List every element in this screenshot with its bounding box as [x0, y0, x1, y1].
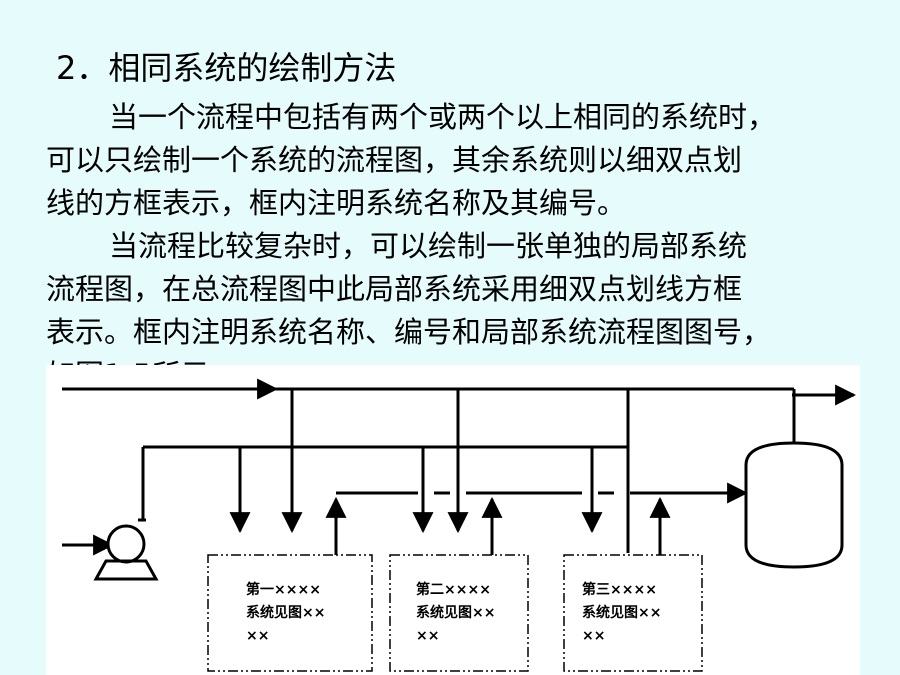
- system-box-3: [563, 554, 703, 672]
- system-box-1-line3: ××: [246, 628, 269, 644]
- system-box-1: [207, 554, 373, 672]
- paragraph-complex-flow: 当流程比较复杂时，可以绘制一张单独的局部系统 流程图，在总流程图中此局部系统采用…: [46, 225, 771, 397]
- paragraph-line: 当流程比较复杂时，可以绘制一张单独的局部系统: [109, 229, 748, 263]
- paragraph-line: 表示。框内注明系统名称、编号和局部系统流程图图号，: [46, 315, 772, 349]
- system-box-2-line3: ××: [416, 628, 439, 644]
- process-lines: [62, 378, 857, 556]
- paragraph-line: 流程图，在总流程图中此局部系统采用细双点划线方框: [46, 272, 743, 306]
- system-box-1-line2: 系统见图××: [246, 604, 325, 621]
- paragraph-line: 线的方框表示，框内注明系统名称及其编号。: [46, 186, 627, 220]
- system-box-3-line1: 第三××××: [582, 581, 657, 598]
- vessel-icon: [744, 441, 844, 569]
- pump-icon: [93, 524, 159, 581]
- system-box-2-line2: 系统见图××: [416, 604, 495, 621]
- paragraph-line: 当一个流程中包括有两个或两个以上相同的系统时，: [109, 100, 777, 134]
- paragraph-line: 可以只绘制一个系统的流程图，其余系统则以细双点划: [46, 143, 743, 177]
- system-box-3-line3: ××: [582, 628, 605, 644]
- section-heading: 2．相同系统的绘制方法: [56, 49, 397, 87]
- system-box-3-line2: 系统见图××: [582, 604, 661, 621]
- system-box-2: [389, 554, 529, 672]
- paragraph-same-systems: 当一个流程中包括有两个或两个以上相同的系统时， 可以只绘制一个系统的流程图，其余…: [46, 96, 776, 225]
- system-box-1-line1: 第一××××: [246, 581, 321, 598]
- flow-diagram-figure: 第一×××× 系统见图×× ×× 第二×××× 系统见图×× ×× 第三××××…: [46, 365, 860, 675]
- system-box-2-line1: 第二××××: [416, 581, 491, 598]
